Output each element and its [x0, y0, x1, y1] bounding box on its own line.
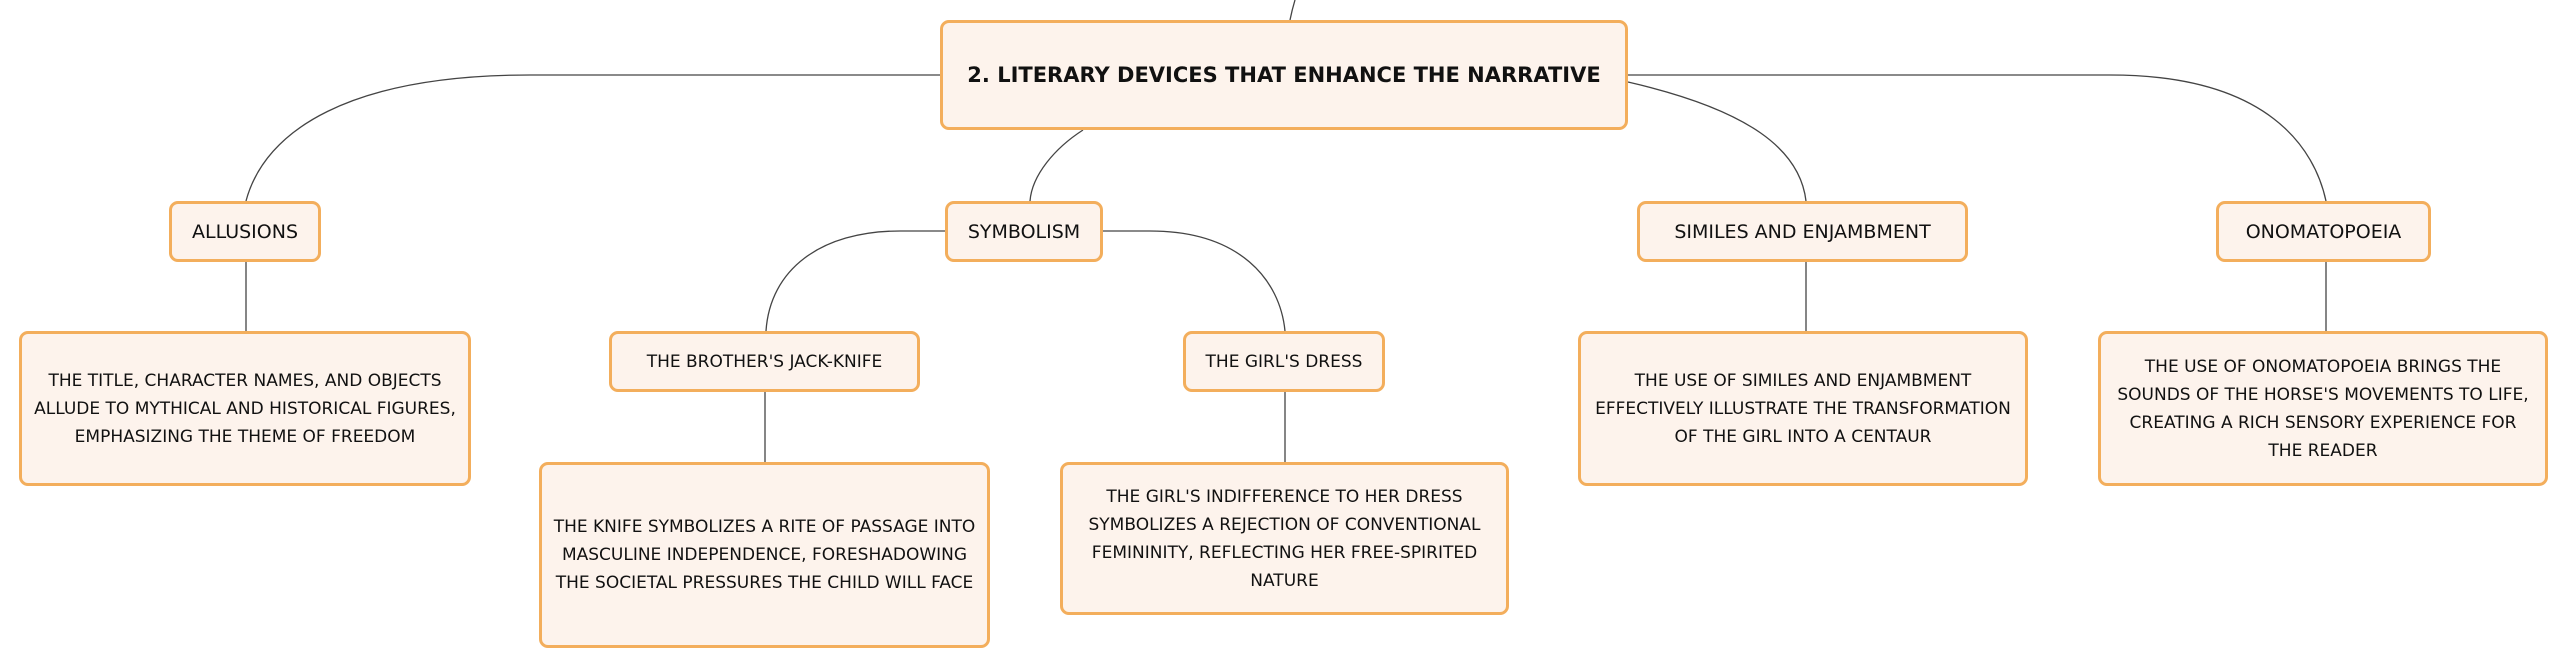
- note-jackknife[interactable]: THE KNIFE SYMBOLIZES A RITE OF PASSAGE I…: [539, 462, 990, 648]
- note-dress[interactable]: THE GIRL'S INDIFFERENCE TO HER DRESS SYM…: [1060, 462, 1509, 615]
- note-allusions[interactable]: THE TITLE, CHARACTER NAMES, AND OBJECTS …: [19, 331, 471, 486]
- topic-similes-enjambment[interactable]: SIMILES AND ENJAMBMENT: [1637, 201, 1968, 262]
- topic-allusions[interactable]: ALLUSIONS: [169, 201, 321, 262]
- connector-root-onomatopoeia: [1628, 74, 2327, 202]
- connector-root-similes: [1627, 81, 1807, 202]
- note-onomatopoeia[interactable]: THE USE OF ONOMATOPOEIA BRINGS THE SOUND…: [2098, 331, 2548, 486]
- connector-symbolism-jackknife: [765, 230, 945, 332]
- connector-root-symbolism: [1029, 129, 1084, 202]
- topic-jackknife[interactable]: THE BROTHER'S JACK-KNIFE: [609, 331, 920, 392]
- connector-parent-root: [1289, 0, 1296, 21]
- root-topic[interactable]: 2. LITERARY DEVICES THAT ENHANCE THE NAR…: [940, 20, 1628, 130]
- connector-root-allusions: [245, 74, 940, 202]
- note-similes-enjambment[interactable]: THE USE OF SIMILES AND ENJAMBMENT EFFECT…: [1578, 331, 2028, 486]
- topic-symbolism[interactable]: SYMBOLISM: [945, 201, 1103, 262]
- connector-symbolism-dress: [1103, 230, 1286, 332]
- topic-onomatopoeia[interactable]: ONOMATOPOEIA: [2216, 201, 2431, 262]
- topic-dress[interactable]: THE GIRL'S DRESS: [1183, 331, 1385, 392]
